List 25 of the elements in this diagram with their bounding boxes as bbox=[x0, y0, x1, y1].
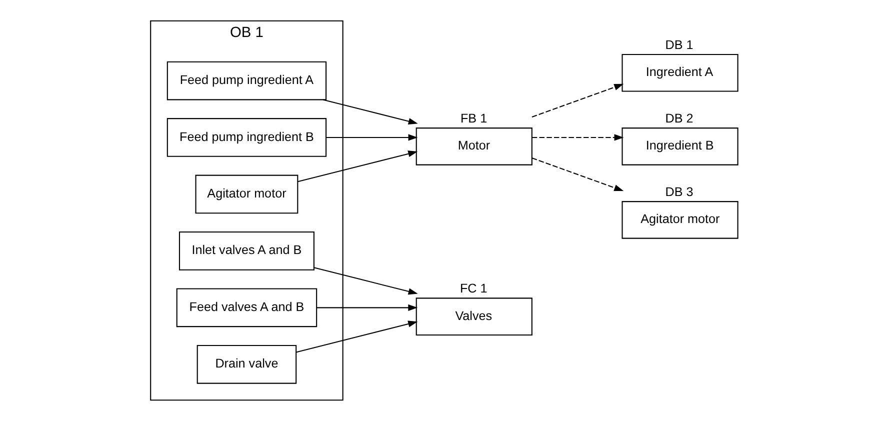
arrow bbox=[295, 320, 418, 353]
node-box: Agitator motor bbox=[621, 201, 738, 239]
node-box: Feed valves A and B bbox=[176, 288, 317, 328]
arrow bbox=[531, 84, 624, 118]
node-box: Ingredient A bbox=[621, 54, 738, 92]
node-label: DB 1 bbox=[664, 38, 693, 52]
node-box: Feed pump ingredient A bbox=[166, 61, 326, 100]
node-label: DB 3 bbox=[664, 184, 693, 199]
node-box: Feed pump ingredient B bbox=[166, 118, 326, 157]
arrow bbox=[314, 267, 418, 295]
arrow bbox=[531, 134, 624, 141]
arrow bbox=[316, 304, 418, 311]
node-box: Motor bbox=[415, 128, 532, 166]
node-label: FC 1 bbox=[459, 282, 487, 296]
arrow bbox=[297, 150, 418, 182]
node-box: Ingredient B bbox=[621, 128, 738, 166]
arrow bbox=[322, 99, 418, 124]
node-box: Valves bbox=[415, 298, 532, 336]
node-box: Inlet valves A and B bbox=[178, 232, 314, 270]
node-box: Drain valve bbox=[196, 344, 296, 384]
node-label: FB 1 bbox=[460, 111, 487, 126]
node-box: Agitator motor bbox=[194, 174, 298, 214]
arrow bbox=[531, 157, 624, 192]
arrow bbox=[326, 134, 418, 141]
node-label: DB 2 bbox=[664, 111, 693, 126]
